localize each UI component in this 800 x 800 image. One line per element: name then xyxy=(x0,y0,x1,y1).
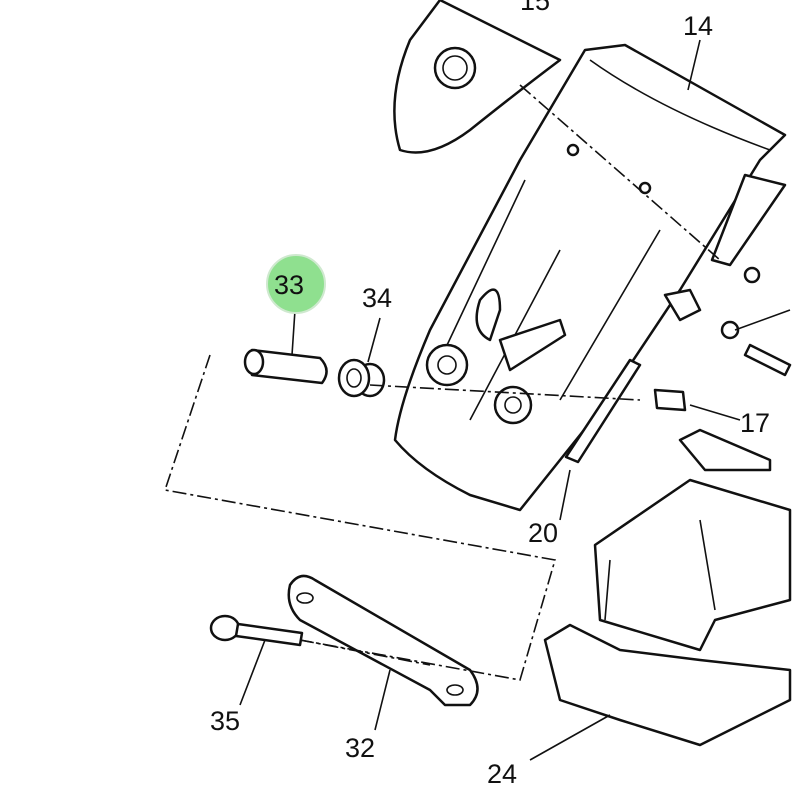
part-34-grommet[interactable] xyxy=(337,358,386,398)
part-17-spacer[interactable] xyxy=(653,388,687,412)
part-32-stay[interactable] xyxy=(287,574,479,707)
callout-17[interactable]: 17 xyxy=(740,408,770,438)
part-33-collar[interactable] xyxy=(243,348,328,385)
part-20-rod[interactable] xyxy=(564,358,642,464)
part-24-bracket[interactable] xyxy=(543,428,792,747)
part-15-cover[interactable] xyxy=(393,0,562,154)
callout-34[interactable]: 34 xyxy=(362,283,392,313)
callout-20[interactable]: 20 xyxy=(528,518,558,548)
callout-33[interactable]: 33 xyxy=(274,270,304,300)
callout-32[interactable]: 32 xyxy=(345,733,375,763)
callout-35[interactable]: 35 xyxy=(210,706,240,736)
part-14-panel[interactable] xyxy=(393,43,792,512)
part-35-bolt[interactable] xyxy=(209,614,304,647)
callout-highlight xyxy=(266,254,326,314)
callout-15[interactable]: 15 xyxy=(520,0,550,16)
callout-24[interactable]: 24 xyxy=(487,759,517,789)
callout-14[interactable]: 14 xyxy=(683,11,713,41)
